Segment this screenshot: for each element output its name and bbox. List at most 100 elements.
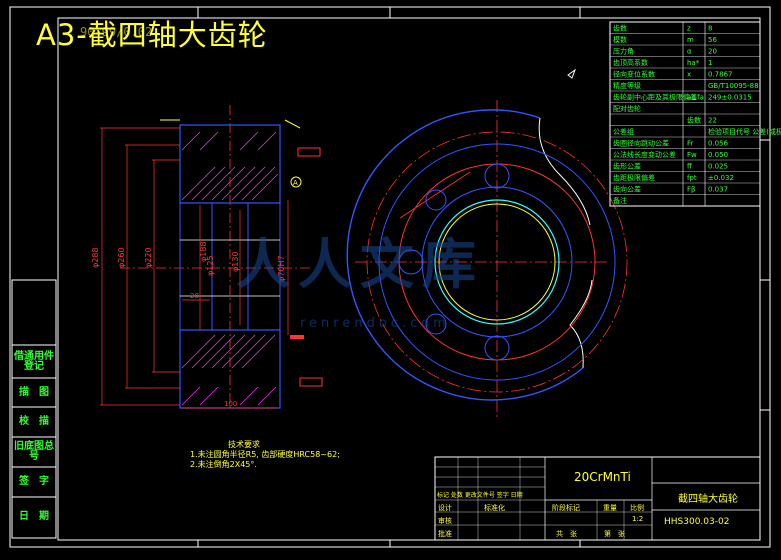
param-row: 配对齿轮 (610, 102, 760, 113)
break-line-top (538, 117, 591, 226)
lightening-hole (398, 249, 424, 275)
sheet-index: 第 张 (604, 530, 625, 538)
lightening-hole (484, 163, 510, 189)
scale-value: 1:2 (632, 515, 644, 523)
notes-line-2: 2.未注倒角2X45°. (190, 460, 257, 469)
dim-d5: φ125 (206, 255, 215, 276)
front-view (346, 68, 628, 420)
watermark-text: 人人文库 (236, 232, 484, 296)
title-block-frame (434, 456, 761, 541)
param-value: 249±0.0315 (708, 94, 752, 102)
dim-w1: 28 (190, 292, 199, 300)
side-label-date: 日 期 (19, 511, 49, 522)
param-name: 齿距极限偏差 (613, 173, 655, 182)
break-line-bottom (569, 279, 593, 369)
param-symbol: α (687, 48, 692, 56)
param-name: 压力角 (613, 47, 634, 56)
param-symbol: ff (687, 163, 692, 171)
datum-a-letter: A (293, 179, 298, 187)
param-name: 齿顶高系数 (613, 58, 648, 67)
param-value: GB/T10095-88 (708, 82, 759, 90)
title-block (434, 456, 761, 541)
dim-d1: φ288 (91, 247, 100, 268)
param-symbol: Fβ (687, 186, 696, 194)
side-register-frame (11, 279, 57, 539)
dim-d2: φ260 (117, 247, 126, 268)
dim-d6: φ130 (231, 251, 240, 272)
leader-line (399, 171, 471, 219)
param-name: 齿数 (613, 24, 627, 33)
part-name: 截四轴大齿轮 (678, 494, 738, 505)
param-symbol: 齿数 (687, 116, 701, 125)
param-name: 备注 (613, 196, 627, 205)
diameter-dimensions (100, 127, 289, 409)
side-label-signature: 签 字 (19, 476, 49, 487)
param-symbol: fpt (687, 174, 697, 182)
dim-d3: φ220 (144, 247, 153, 268)
param-value: 0.050 (708, 151, 728, 159)
param-value: 0.037 (708, 186, 728, 194)
param-row: 压力角 α 20 (610, 44, 760, 56)
param-symbol: m (687, 36, 694, 44)
ghost-tolerance-code: 90-99/0.02 (80, 25, 153, 39)
param-name: 精度等级 (613, 81, 641, 90)
param-value: 0.056 (708, 140, 729, 148)
approve-label: 批准 (438, 530, 452, 538)
param-row: 齿数 z 8 (613, 24, 712, 33)
revision-header: 标记 处数 更改文件号 签字 日期 (437, 492, 523, 499)
param-symbol: a±fa (687, 94, 704, 102)
sheet-title: A3-截四轴大齿轮 (36, 18, 268, 52)
param-row: 公法线长度变动公差 Fw 0.050 (610, 148, 760, 159)
param-value: 56 (708, 36, 717, 44)
param-name: 公差组 (613, 127, 634, 136)
param-row: 齿向公差 Fβ 0.037 (610, 182, 760, 194)
param-name: 齿向公差 (613, 185, 641, 194)
param-value: ±0.032 (708, 174, 734, 182)
scale-label: 比例 (630, 504, 644, 512)
param-name: 配对齿轮 (613, 104, 641, 113)
watermark-url: renrendoc.com (300, 316, 450, 331)
param-symbol: z (687, 25, 691, 33)
side-label-check: 校 描 (19, 416, 49, 427)
param-name: 径向变位系数 (613, 70, 655, 79)
param-value: 8 (708, 25, 712, 33)
param-value: 0.7867 (708, 71, 733, 79)
pitch-circle (366, 131, 628, 393)
param-symbol: Fw (687, 151, 697, 159)
weight-label: 重量 (603, 504, 617, 512)
datum-mark (290, 335, 304, 339)
roughness-leader (284, 119, 301, 129)
hub-circle (434, 199, 560, 325)
root-circle (378, 143, 616, 381)
param-row: 备注 (610, 194, 760, 205)
param-value: 20 (708, 48, 717, 56)
lightening-hole (484, 335, 510, 361)
param-name: 公法线长度变动公差 (613, 150, 676, 159)
dim-w2: 100 (224, 400, 237, 408)
param-value: 1 (708, 59, 712, 67)
param-symbol: ha* (687, 59, 700, 67)
notes-line-1: 1.未注圆角半径R5, 齿部硬度HRC58~62; (190, 450, 340, 459)
section-view: A (100, 105, 323, 410)
standard-label: 标准化 (484, 504, 505, 512)
side-label-old-no: 旧底图总号 (14, 441, 54, 462)
tolerance-frame (299, 377, 323, 387)
hub-circle-outer (421, 186, 573, 338)
gear-tip-circle (346, 109, 584, 401)
lightening-hole (425, 313, 447, 335)
datum-a-circle (290, 176, 302, 188)
param-name: 齿形公差 (613, 162, 641, 171)
sheet-count: 共 张 (556, 530, 577, 538)
dim-d7: φ70H7 (277, 255, 286, 282)
param-row: 精度等级 GB/T10095-88 (610, 79, 760, 90)
design-label: 设计 (438, 504, 452, 512)
param-name: 齿轮副中心距及其极限偏差 (613, 93, 697, 102)
